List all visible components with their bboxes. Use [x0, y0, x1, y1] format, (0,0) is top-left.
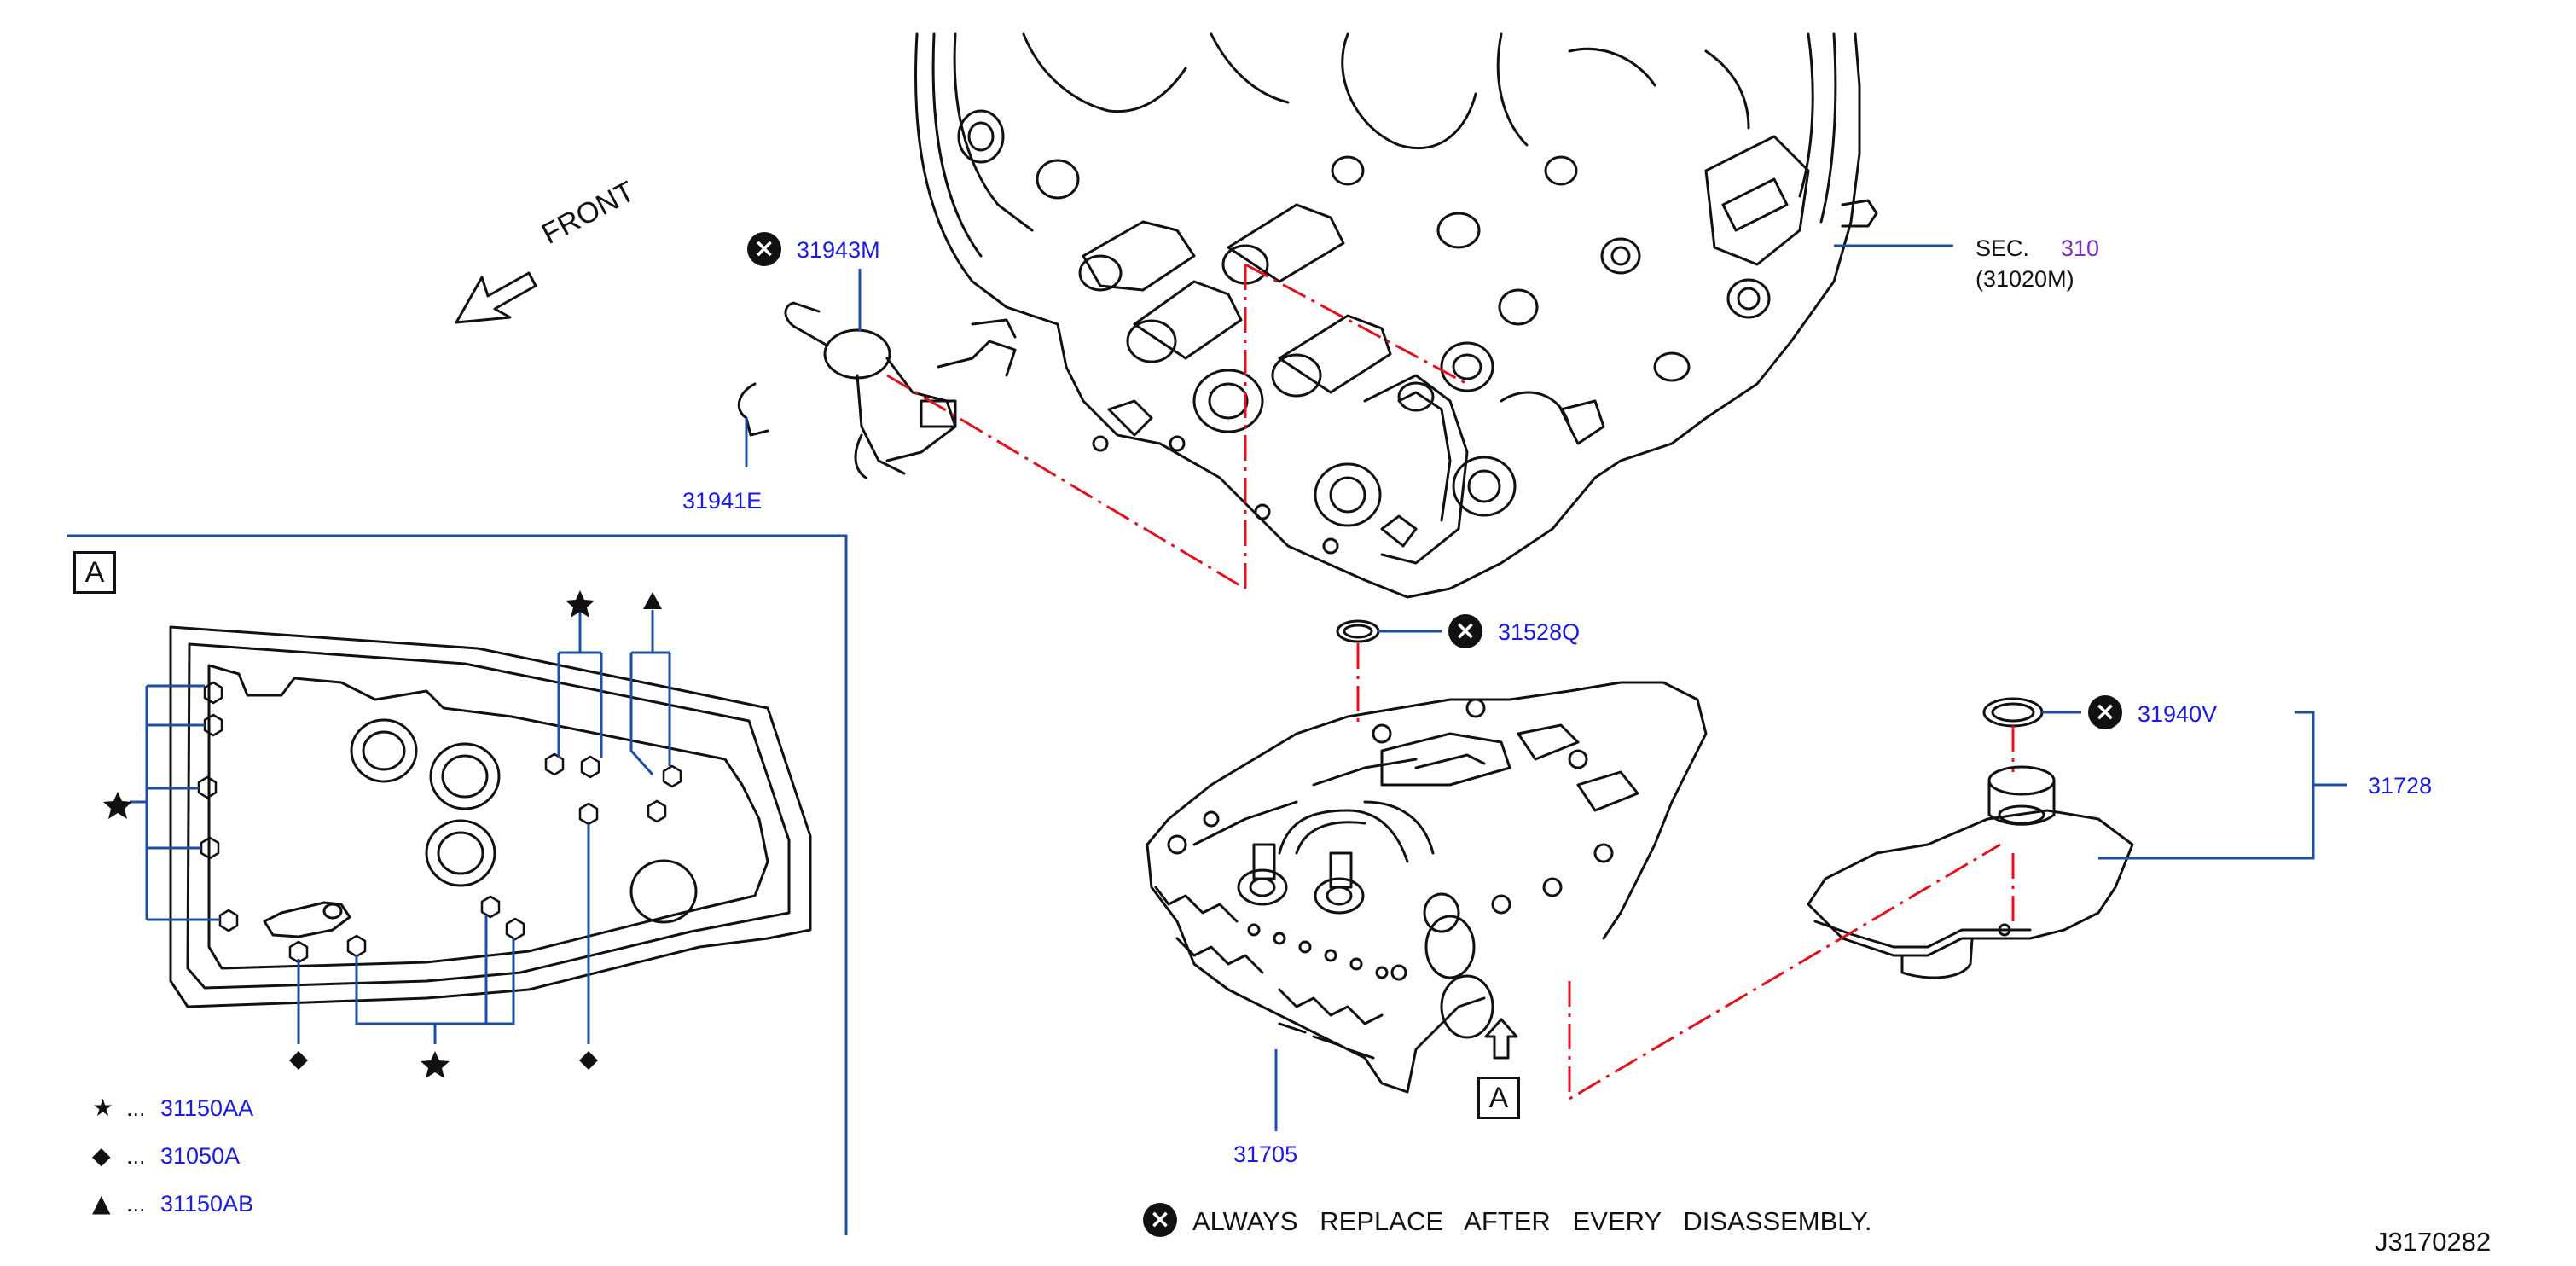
detail-a-pan — [169, 625, 812, 1008]
star-icon — [421, 1051, 450, 1078]
legend-dots: ... — [126, 1143, 146, 1169]
triangle-icon — [643, 592, 662, 609]
strainer-31728 — [1807, 765, 2134, 979]
part-31705[interactable]: 31705 — [1233, 1141, 1298, 1167]
legend-part-31150aa[interactable]: 31150AA — [160, 1095, 254, 1121]
x-circle-icon: × — [747, 232, 781, 266]
x-circle-icon: × — [2088, 695, 2122, 729]
up-arrow-icon — [1484, 1018, 1518, 1060]
view-a-label: A — [73, 551, 116, 594]
valve-body-31705 — [1146, 681, 1708, 1094]
part-31728[interactable]: 31728 — [2368, 773, 2433, 799]
diagram-code: J3170282 — [2375, 1227, 2492, 1257]
diamond-icon: ◆ — [92, 1141, 111, 1170]
part-31528q[interactable]: 31528Q — [1498, 619, 1581, 645]
part-31943m[interactable]: 31943M — [797, 237, 880, 263]
part-31941e[interactable]: 31941E — [682, 488, 763, 514]
x-circle-icon: × — [1143, 1203, 1177, 1237]
clip-31941e — [737, 382, 769, 437]
solenoid-31943m — [784, 301, 1017, 479]
legend-dots: ... — [126, 1191, 146, 1217]
section-num[interactable]: 310 — [2061, 235, 2100, 261]
diamond-icon — [579, 1051, 598, 1070]
leader-lines — [67, 244, 2347, 1235]
replace-note: ALWAYS REPLACE AFTER EVERY DISASSEMBLY. — [1192, 1206, 1872, 1236]
part-31940v[interactable]: 31940V — [2138, 701, 2218, 727]
diamond-icon — [289, 1051, 308, 1070]
x-circle-icon: × — [1448, 614, 1482, 648]
legend-part-31150ab[interactable]: 31150AB — [160, 1191, 254, 1217]
triangle-icon: ▲ — [92, 1189, 111, 1217]
phantom-lines — [886, 263, 2015, 1101]
legend-dots: ... — [126, 1095, 146, 1121]
pan-bolts — [197, 681, 682, 964]
star-icon — [103, 792, 132, 819]
legend-part-31050a[interactable]: 31050A — [160, 1143, 241, 1169]
front-arrow-icon — [455, 271, 537, 324]
section-sec: SEC. — [1976, 235, 2030, 261]
bracket-symbols — [103, 590, 662, 1078]
transmission-case — [914, 32, 1878, 599]
star-icon: ★ — [92, 1094, 114, 1122]
star-icon — [566, 590, 595, 618]
section-sub: (31020M) — [1976, 266, 2074, 292]
view-a-callout: A — [1477, 1077, 1520, 1119]
